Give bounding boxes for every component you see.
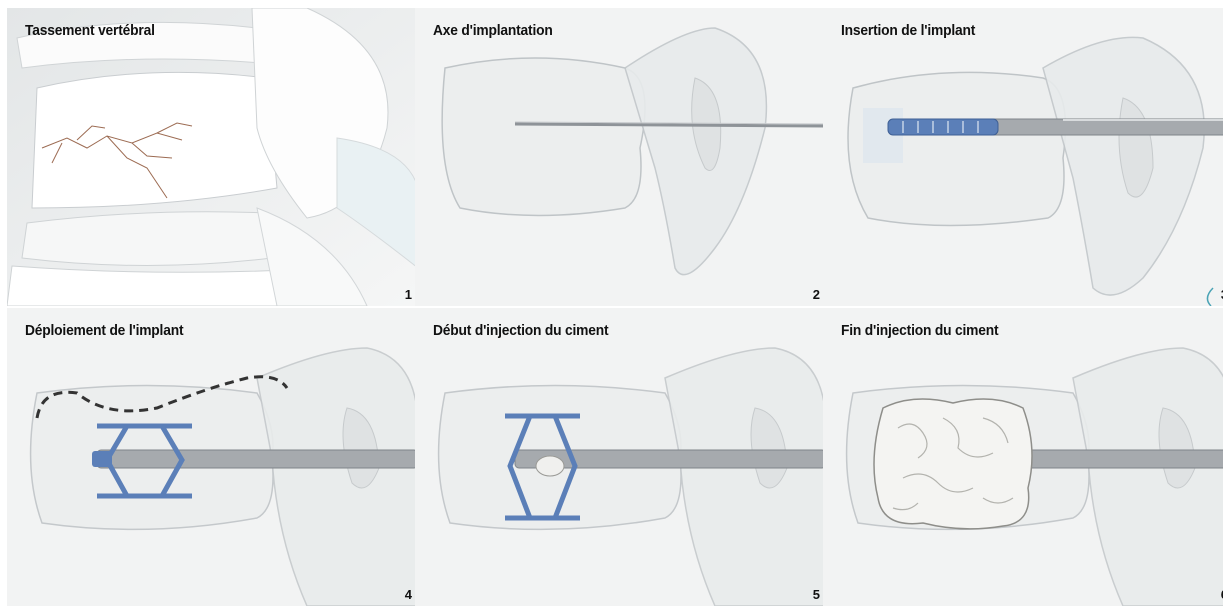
- panel-number: 4: [405, 587, 412, 602]
- panel-1-vertebral-compression: Tassement vertébral 1: [7, 8, 418, 306]
- panel-2-implantation-axis: Axe d'implantation 2: [415, 8, 826, 306]
- panel-number: 2: [813, 287, 820, 302]
- vertebra-cement-end-illustration: [823, 308, 1223, 606]
- panel-caption: Tassement vertébral: [25, 22, 155, 39]
- panel-caption: Insertion de l'implant: [841, 22, 975, 39]
- vertebra-axis-illustration: [415, 8, 826, 306]
- panel-caption: Début d'injection du ciment: [433, 322, 608, 339]
- implant-collapsed: [888, 119, 998, 135]
- panel-number: 5: [813, 587, 820, 602]
- panel-6-cement-injection-end: Fin d'injection du ciment 6: [823, 308, 1223, 606]
- panel-3-implant-insertion: Insertion de l'implant 3: [823, 8, 1223, 306]
- vertebra-deployment-illustration: [7, 308, 418, 606]
- panel-caption: Déploiement de l'implant: [25, 322, 183, 339]
- vertebra-insertion-illustration: [823, 8, 1223, 306]
- panel-caption: Axe d'implantation: [433, 22, 553, 39]
- panel-4-implant-deployment: Déploiement de l'implant 4: [7, 308, 418, 606]
- illustration-grid: Tassement vertébral 1 Axe d'implantation…: [7, 8, 1223, 602]
- guide-needle: [515, 124, 826, 126]
- insertion-cannula: [973, 119, 1223, 135]
- panel-number: 1: [405, 287, 412, 302]
- panel-caption: Fin d'injection du ciment: [841, 322, 998, 339]
- cement-bolus-small: [536, 456, 564, 476]
- vertebra-cement-start-illustration: [415, 308, 826, 606]
- vertebra-compressed-illustration: [7, 8, 418, 306]
- insertion-cannula: [97, 450, 418, 468]
- panel-5-cement-injection-start: Début d'injection du ciment 5: [415, 308, 826, 606]
